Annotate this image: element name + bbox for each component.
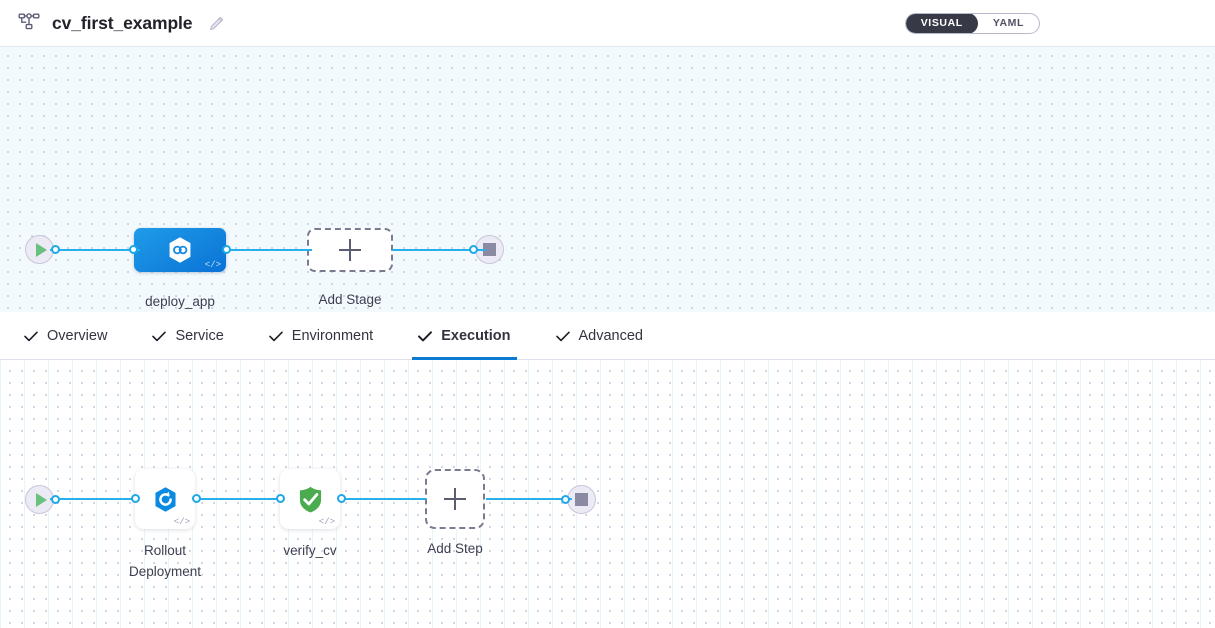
start-node-circle[interactable] — [25, 485, 54, 514]
check-icon — [268, 330, 283, 342]
check-icon — [152, 330, 167, 342]
add-stage-button[interactable] — [307, 228, 393, 272]
stage-node-deploy-app[interactable]: </> — [129, 228, 231, 272]
tab-environment[interactable]: Environment — [267, 312, 375, 360]
stage-canvas[interactable]: </> deploy_app Add Stage — [0, 47, 1215, 312]
play-icon — [35, 242, 47, 257]
tab-overview[interactable]: Overview — [22, 312, 109, 360]
step-node-verify-cv[interactable]: </> — [276, 469, 346, 529]
view-mode-toggle[interactable]: VISUAL YAML — [904, 13, 1040, 34]
check-icon — [418, 330, 433, 342]
start-node-connector-dot[interactable] — [51, 495, 60, 504]
edge-start-to-rollout — [50, 498, 138, 500]
tab-label: Execution — [441, 327, 511, 344]
edge-add-step-to-end — [486, 498, 572, 500]
step-code-badge: </> — [318, 517, 335, 527]
step-node-body[interactable]: </> — [135, 469, 195, 529]
header-left-group: cv_first_example — [16, 10, 225, 36]
stop-icon — [483, 243, 496, 256]
stop-icon — [575, 493, 588, 506]
stage-output-connector-dot[interactable] — [222, 245, 231, 254]
tab-service[interactable]: Service — [150, 312, 225, 360]
add-stage-label: Add Stage — [318, 292, 382, 307]
step-end-node[interactable] — [561, 485, 596, 514]
add-step-button[interactable] — [425, 469, 485, 529]
toggle-option-yaml[interactable]: YAML — [992, 17, 1024, 29]
stage-code-badge: </> — [204, 260, 221, 270]
stage-config-tabs[interactable]: Overview Service Environment Execution A… — [0, 312, 1215, 360]
start-node-circle[interactable] — [25, 235, 54, 264]
harness-hexagon-icon — [169, 237, 191, 263]
page-title: cv_first_example — [52, 12, 193, 33]
tab-label: Environment — [291, 327, 374, 344]
check-icon — [555, 330, 570, 342]
end-node-connector-dot[interactable] — [561, 495, 570, 504]
rollout-deployment-icon — [154, 486, 176, 512]
edge-rollout-to-verify — [196, 498, 284, 500]
start-node-connector-dot[interactable] — [51, 245, 60, 254]
play-icon — [35, 492, 47, 507]
tab-label: Service — [175, 327, 224, 344]
plus-icon — [444, 488, 466, 510]
add-step-label: Add Step — [427, 541, 483, 556]
step-input-connector-dot[interactable] — [276, 494, 285, 503]
execution-step-canvas[interactable]: </> Rollout Deployment </> verify_cv Add… — [0, 360, 1215, 628]
check-icon — [24, 330, 38, 342]
add-stage-node[interactable] — [307, 228, 393, 272]
plus-icon — [339, 239, 361, 261]
step-output-connector-dot[interactable] — [192, 494, 201, 503]
step-input-connector-dot[interactable] — [131, 494, 140, 503]
toggle-option-visual[interactable]: VISUAL — [905, 14, 978, 33]
edge-add-stage-to-end — [392, 249, 486, 251]
app-header: cv_first_example VISUAL YAML — [0, 0, 1215, 47]
pipeline-start-node[interactable] — [25, 235, 60, 264]
edge-deploy-app-to-add-stage — [222, 249, 312, 251]
add-step-node[interactable] — [425, 469, 485, 529]
step-output-connector-dot[interactable] — [337, 494, 346, 503]
step-node-rollout-deployment[interactable]: </> — [131, 469, 201, 529]
stage-label-deploy-app: deploy_app — [145, 294, 215, 309]
stage-node-body[interactable]: </> — [134, 228, 226, 272]
green-shield-check-icon — [299, 486, 321, 512]
end-node-connector-dot[interactable] — [469, 245, 478, 254]
tab-label: Overview — [47, 327, 108, 344]
edge-verify-to-add-step — [342, 498, 426, 500]
step-label-rollout-deployment: Rollout Deployment — [128, 543, 202, 579]
edge-start-to-deploy-app — [50, 249, 140, 251]
pipeline-topology-icon — [16, 10, 42, 36]
tab-execution[interactable]: Execution — [412, 312, 517, 360]
tab-advanced[interactable]: Advanced — [554, 312, 646, 360]
tab-label: Advanced — [578, 327, 644, 344]
edit-pencil-icon[interactable] — [208, 15, 225, 32]
step-label-verify-cv: verify_cv — [283, 543, 337, 558]
step-code-badge: </> — [173, 517, 190, 527]
step-node-body[interactable]: </> — [280, 469, 340, 529]
stage-input-connector-dot[interactable] — [129, 245, 138, 254]
step-start-node[interactable] — [25, 485, 60, 514]
